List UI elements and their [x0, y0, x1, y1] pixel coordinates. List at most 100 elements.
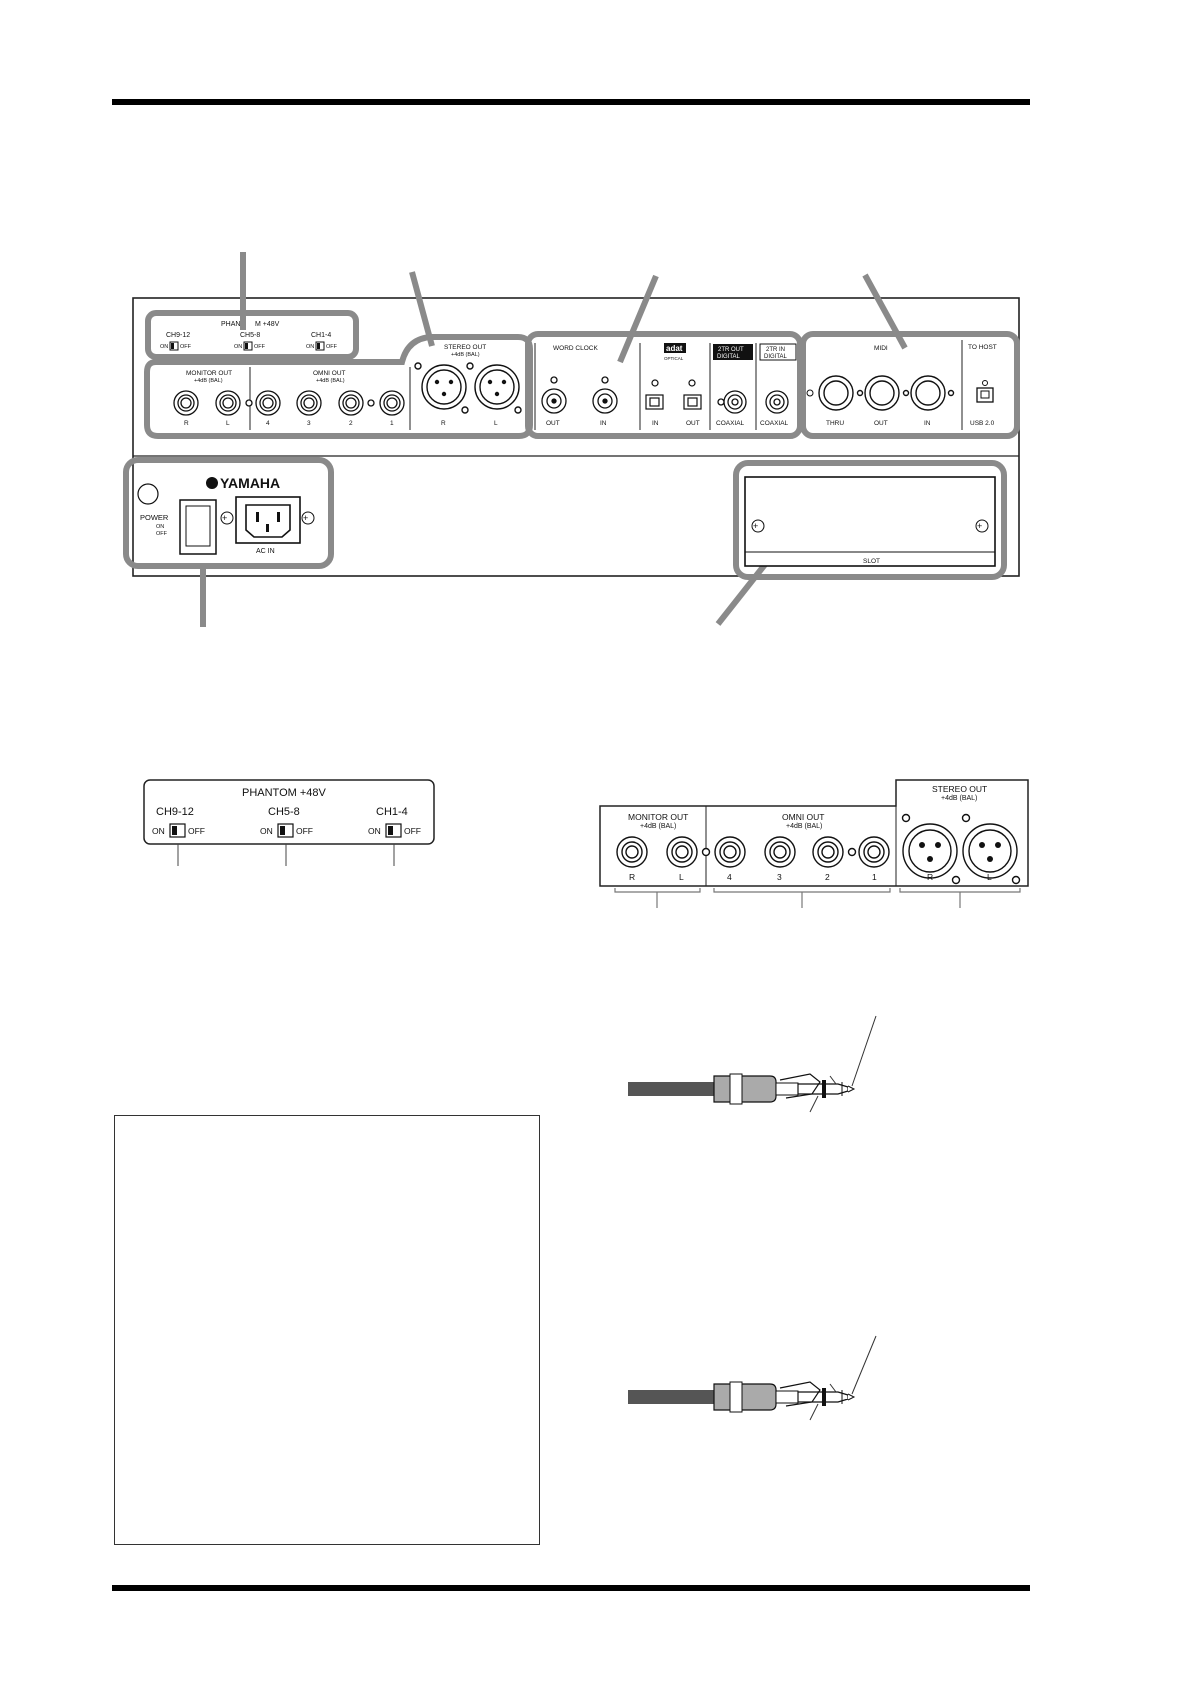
word-clock-section: WORD CLOCK OUT IN: [534, 343, 641, 430]
trs-plug-illustration-2: [628, 1335, 877, 1421]
svg-text:L: L: [226, 420, 230, 427]
svg-text:IN: IN: [600, 420, 607, 427]
svg-text:M +48V: M +48V: [255, 321, 280, 328]
svg-text:COAXIAL: COAXIAL: [716, 420, 745, 427]
rear-panel-illustration: PHAN M +48V CH9-12 CH5-8 CH1-4 ON OFF ON…: [123, 252, 1020, 627]
svg-text:+4dB (BAL): +4dB (BAL): [786, 823, 822, 830]
svg-text:OFF: OFF: [326, 344, 338, 350]
svg-text:WORD CLOCK: WORD CLOCK: [553, 345, 598, 352]
svg-text:+: +: [977, 521, 982, 531]
svg-text:L: L: [494, 420, 498, 427]
svg-text:USB 2.0: USB 2.0: [970, 420, 995, 427]
svg-text:OFF: OFF: [188, 826, 205, 836]
midi-section: MIDI THRU OUT IN: [806, 340, 963, 430]
outputs-detail-illustration: MONITOR OUT +4dB (BAL) OMNI OUT +4dB (BA…: [599, 779, 1029, 908]
leader-digital: [617, 274, 659, 364]
svg-text:1: 1: [872, 872, 877, 882]
svg-text:PHANTOM +48V: PHANTOM +48V: [242, 787, 327, 799]
svg-text:OUT: OUT: [546, 420, 560, 427]
slot-frame: [733, 460, 1007, 580]
two-tr-section: 2TR OUT DIGITAL 2TR IN DIGITAL COAXIAL C…: [713, 343, 797, 430]
top-rule: [112, 99, 1030, 105]
svg-text:+4dB (BAL): +4dB (BAL): [640, 823, 676, 830]
svg-text:3: 3: [777, 872, 782, 882]
svg-text:MONITOR OUT: MONITOR OUT: [186, 370, 232, 377]
phantom-detail-illustration: PHANTOM +48V CH9-12 CH5-8 CH1-4 ON OFF O…: [143, 779, 435, 866]
svg-text:THRU: THRU: [826, 420, 844, 427]
svg-text:OFF: OFF: [156, 531, 168, 537]
svg-text:4: 4: [266, 420, 270, 427]
svg-text:2TR OUT: 2TR OUT: [718, 347, 744, 353]
svg-text:ON: ON: [306, 344, 314, 350]
svg-text:2TR IN: 2TR IN: [766, 347, 785, 353]
note-box: [114, 1115, 540, 1545]
svg-text:2: 2: [349, 420, 353, 427]
svg-text:+: +: [753, 521, 758, 531]
svg-text:4: 4: [727, 872, 732, 882]
slot-section: + + SLOT: [744, 476, 996, 567]
svg-text:R: R: [441, 420, 446, 427]
phantom-section: PHAN M +48V CH9-12 CH5-8 CH1-4 ON OFF ON…: [160, 321, 338, 351]
svg-text:L: L: [987, 872, 992, 882]
svg-text:YAMAHA: YAMAHA: [220, 475, 280, 491]
svg-text:ON: ON: [152, 826, 165, 836]
svg-text:POWER: POWER: [140, 513, 169, 522]
svg-text:OFF: OFF: [404, 826, 421, 836]
svg-text:IN: IN: [652, 420, 659, 427]
svg-text:CH1-4: CH1-4: [311, 332, 331, 339]
svg-text:R: R: [184, 420, 189, 427]
svg-text:+: +: [303, 513, 308, 523]
svg-text:CH5-8: CH5-8: [240, 332, 260, 339]
svg-text:DIGITAL: DIGITAL: [717, 354, 741, 360]
svg-text:ON: ON: [156, 524, 164, 530]
svg-text:+4dB (BAL): +4dB (BAL): [316, 378, 345, 384]
svg-text:3: 3: [307, 420, 311, 427]
svg-text:OPTICAL: OPTICAL: [664, 356, 684, 361]
svg-text:IN: IN: [924, 420, 931, 427]
midi-frame: [800, 331, 1020, 439]
svg-text:ON: ON: [260, 826, 273, 836]
trs-plug-illustration-1: [628, 1015, 877, 1113]
svg-text:+4dB (BAL): +4dB (BAL): [451, 352, 480, 358]
svg-text:ON: ON: [368, 826, 381, 836]
svg-text:ON: ON: [234, 344, 242, 350]
svg-text:OUT: OUT: [686, 420, 700, 427]
svg-text:+: +: [222, 513, 227, 523]
svg-text:adat: adat: [666, 344, 683, 353]
svg-text:CH9-12: CH9-12: [166, 332, 190, 339]
svg-text:OMNI OUT: OMNI OUT: [313, 370, 346, 377]
svg-text:AC IN: AC IN: [256, 548, 275, 555]
svg-text:OFF: OFF: [296, 826, 313, 836]
svg-text:R: R: [927, 872, 933, 882]
svg-text:2: 2: [825, 872, 830, 882]
svg-text:OMNI OUT: OMNI OUT: [782, 812, 825, 822]
svg-text:PHAN: PHAN: [221, 321, 240, 328]
phantom-frame: [145, 310, 359, 360]
leader-stereo: [409, 271, 435, 347]
svg-text:SLOT: SLOT: [863, 558, 880, 565]
to-host-section: TO HOST USB 2.0: [968, 344, 997, 427]
svg-text:CH1-4: CH1-4: [376, 806, 408, 818]
svg-text:CH9-12: CH9-12: [156, 806, 194, 818]
svg-text:L: L: [679, 872, 684, 882]
power-section: YAMAHA POWER ON OFF + + AC IN: [137, 475, 315, 555]
stereo-out-section: STEREO OUT +4dB (BAL) R L: [414, 344, 522, 427]
svg-text:+4dB (BAL): +4dB (BAL): [194, 378, 223, 384]
power-frame: [123, 457, 334, 569]
svg-text:OFF: OFF: [180, 344, 192, 350]
svg-text:DIGITAL: DIGITAL: [764, 354, 788, 360]
adat-section: adat OPTICAL IN OUT: [645, 343, 711, 430]
leader-midi: [862, 273, 908, 350]
svg-text:CH5-8: CH5-8: [268, 806, 300, 818]
svg-text:COAXIAL: COAXIAL: [760, 420, 789, 427]
svg-text:TO HOST: TO HOST: [968, 344, 997, 351]
bottom-rule: [112, 1585, 1030, 1591]
svg-text:ON: ON: [160, 344, 168, 350]
svg-text:+4dB (BAL): +4dB (BAL): [941, 795, 977, 802]
svg-text:R: R: [629, 872, 635, 882]
svg-text:STEREO OUT: STEREO OUT: [444, 344, 486, 351]
svg-text:MONITOR OUT: MONITOR OUT: [628, 812, 688, 822]
svg-text:MIDI: MIDI: [874, 345, 888, 352]
analog-out-section: MONITOR OUT +4dB (BAL) OMNI OUT +4dB (BA…: [173, 367, 411, 430]
svg-text:OFF: OFF: [254, 344, 266, 350]
